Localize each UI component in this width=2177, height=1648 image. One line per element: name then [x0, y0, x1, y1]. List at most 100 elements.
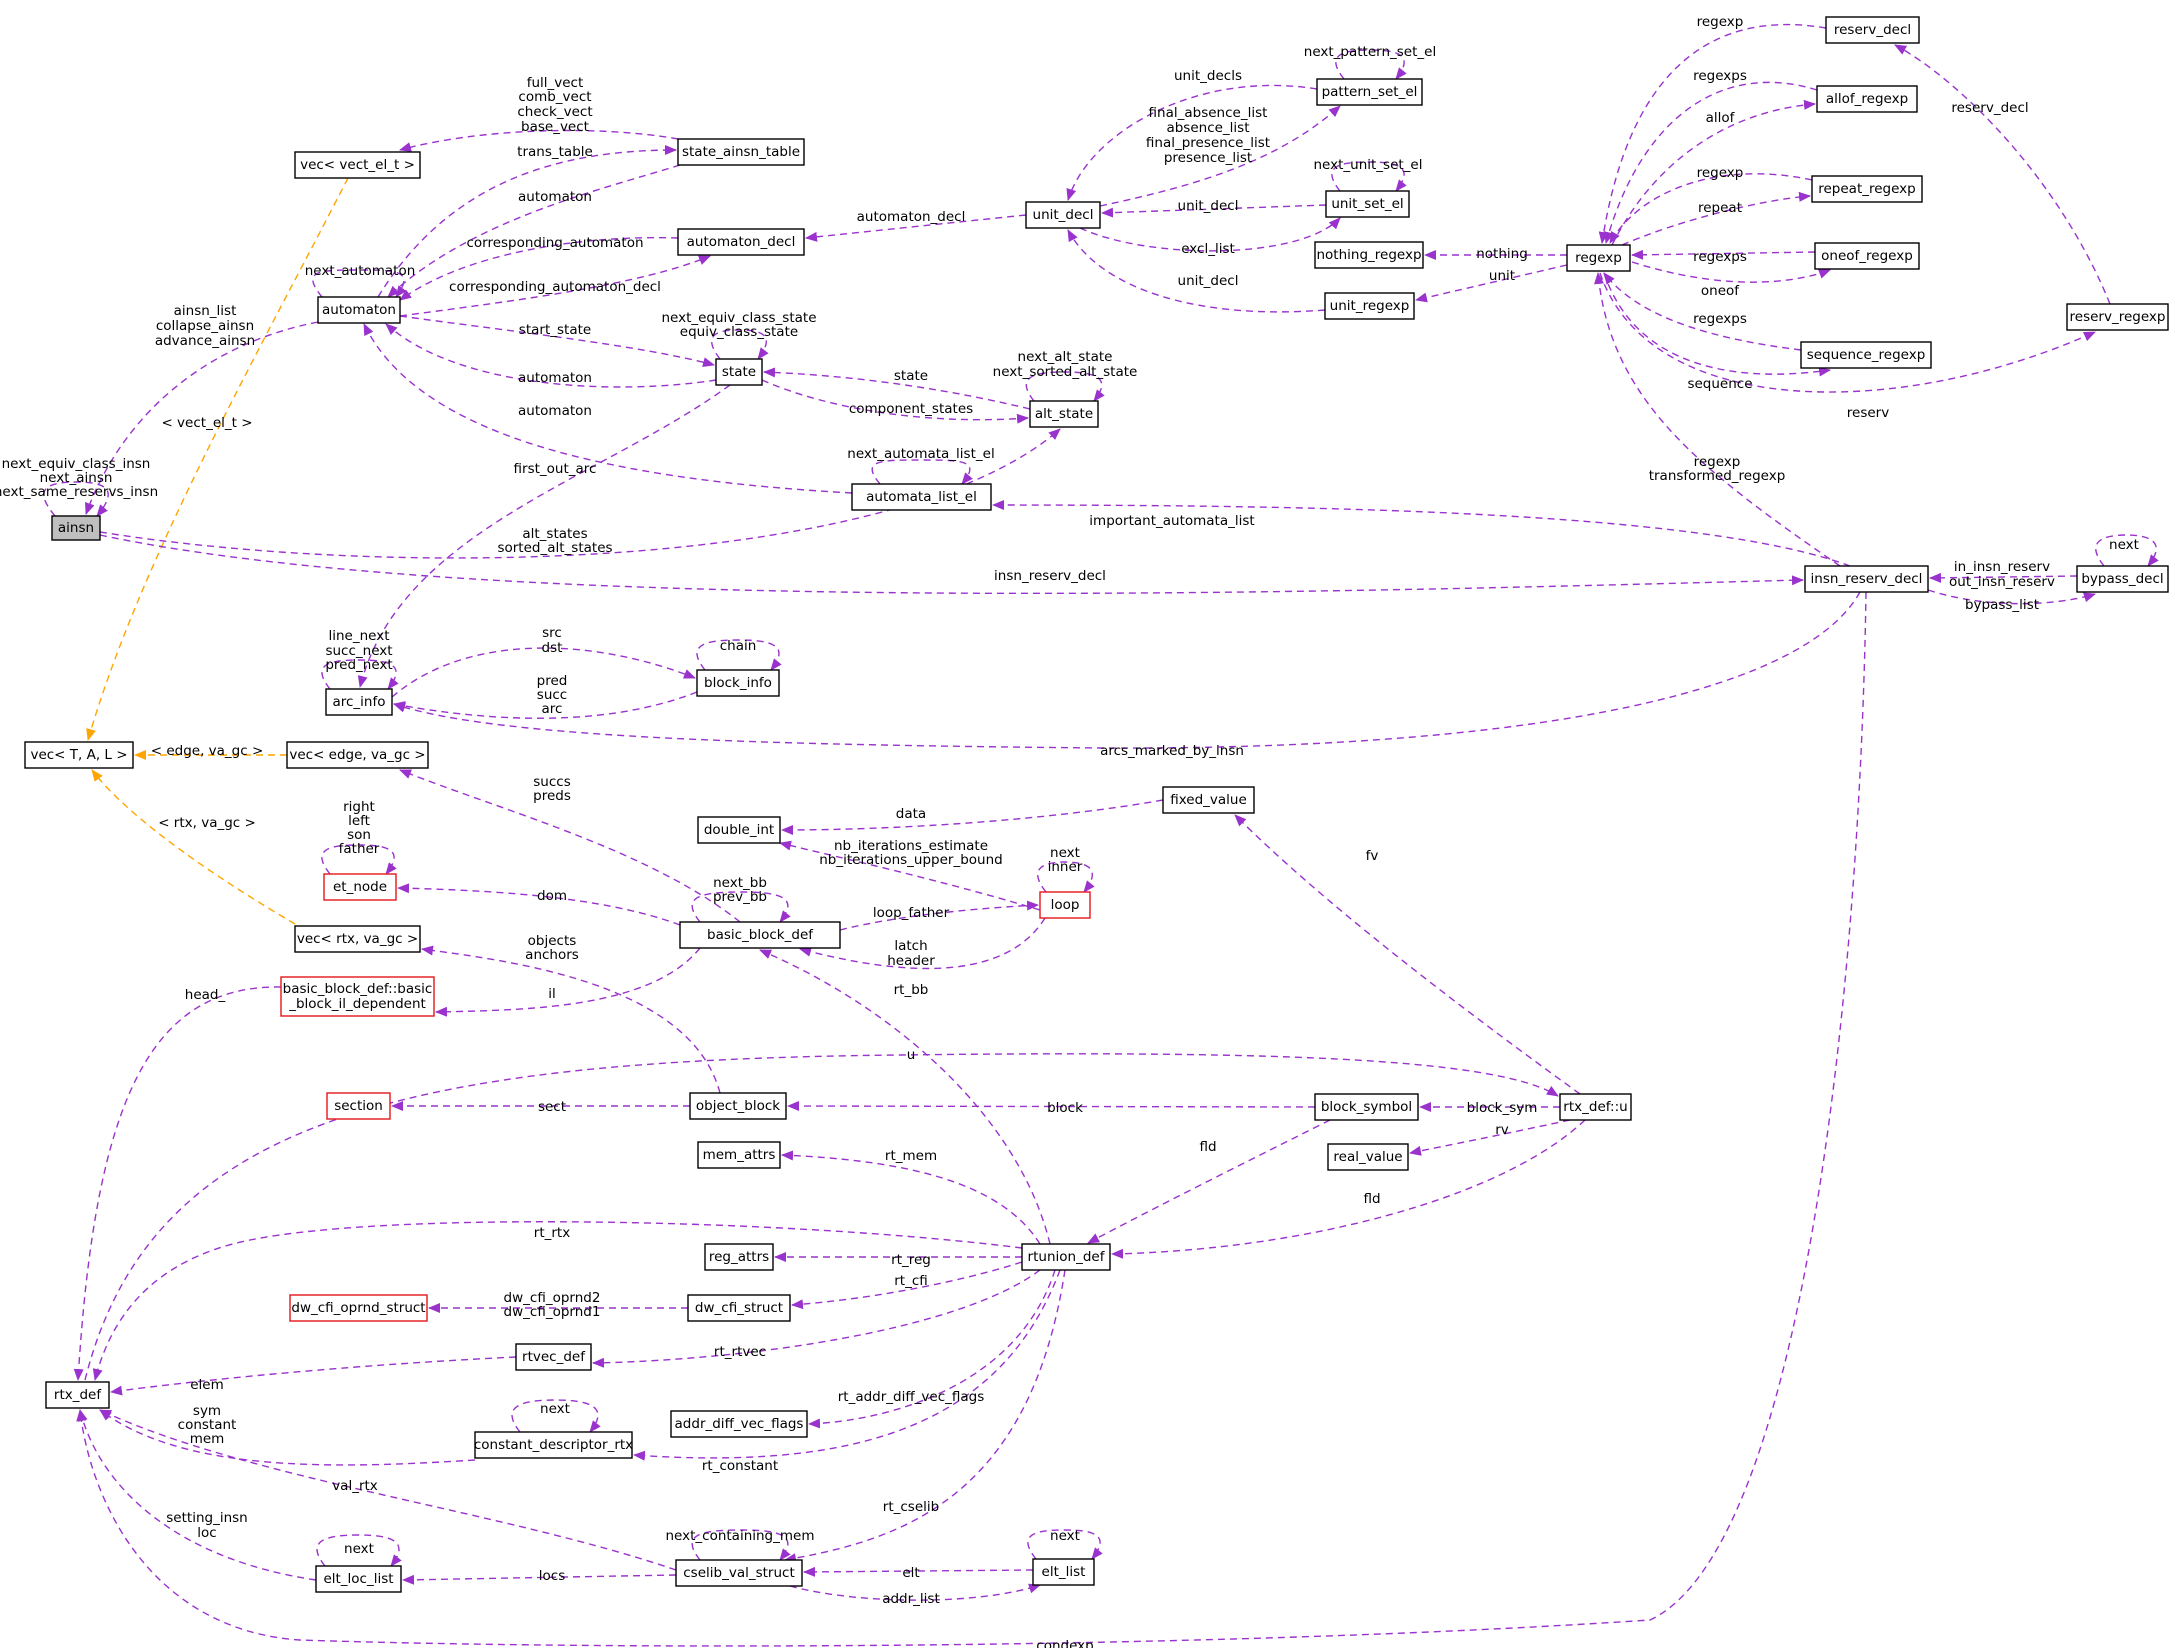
node-arc-info[interactable]: arc_info	[325, 688, 393, 716]
node-ainsn[interactable]: ainsn	[51, 515, 101, 541]
node-unit-decl[interactable]: unit_decl	[1025, 201, 1101, 229]
node-constant-descriptor-rtx[interactable]: constant_descriptor_rtx	[474, 1431, 633, 1459]
node-automaton[interactable]: automaton	[317, 296, 401, 324]
edge-vecvect-vectal	[86, 177, 349, 741]
node-sequence-regexp[interactable]: sequence_regexp	[1800, 341, 1932, 369]
node-box	[1816, 85, 1918, 113]
node-label: loop	[1051, 897, 1080, 913]
edge-ur-ud	[1067, 229, 1326, 313]
edge-label: next	[540, 1401, 570, 1417]
node-box	[704, 1243, 774, 1271]
node-loop[interactable]: loop	[1039, 891, 1091, 919]
edge-self-arcinfo	[321, 659, 399, 690]
node-pattern-set-el[interactable]: pattern_set_el	[1316, 78, 1423, 106]
node-oneof-regexp[interactable]: oneof_regexp	[1814, 242, 1920, 270]
node-box	[697, 1141, 781, 1169]
node-regexp[interactable]: regexp	[1566, 244, 1631, 272]
node-automaton-decl[interactable]: automaton_decl	[677, 228, 805, 256]
edge-arcinfo-bi	[391, 647, 696, 698]
node-object-block[interactable]: object_block	[689, 1092, 787, 1120]
node-vec-rtx[interactable]: vec< rtx, va_gc >	[294, 925, 421, 953]
edge-rr-rd	[1894, 44, 2111, 305]
edge-label: next_same_reservs_insn	[0, 484, 158, 500]
edge-label: son	[347, 827, 371, 843]
node-state-ainsn-table[interactable]: state_ainsn_table	[677, 138, 805, 166]
node-rtunion-def[interactable]: rtunion_def	[1021, 1243, 1111, 1271]
edge-rtu-rtvec	[592, 1269, 1041, 1368]
edge-label: chain	[720, 638, 757, 654]
node-vec-tal[interactable]: vec< T, A, L >	[24, 741, 134, 769]
edge-label: bypass_list	[1965, 597, 2039, 613]
node-elt-list[interactable]: elt_list	[1032, 1558, 1095, 1586]
node-label: state	[722, 364, 756, 380]
edge-bs-rtu	[1087, 1119, 1331, 1244]
node-rtvec-def[interactable]: rtvec_def	[515, 1343, 592, 1371]
edge-label: next_equiv_class_state	[661, 310, 816, 326]
node-bb-il[interactable]: basic_block_def::basic_block_il_dependen…	[280, 976, 435, 1017]
edge-label: left	[348, 813, 370, 829]
edge-label: oneof	[1701, 283, 1740, 299]
node-box	[294, 151, 421, 179]
node-section[interactable]: section	[326, 1092, 391, 1120]
node-double-int[interactable]: double_int	[697, 816, 781, 844]
edge-label: latch	[894, 938, 927, 954]
node-box	[1021, 1243, 1111, 1271]
node-repeat-regexp[interactable]: repeat_regexp	[1811, 175, 1923, 203]
edge-ird-als	[992, 500, 1851, 567]
node-fixed-value[interactable]: fixed_value	[1162, 786, 1255, 814]
node-rtx-def[interactable]: rtx_def	[45, 1381, 110, 1409]
edge-label: automaton	[518, 403, 592, 419]
node-label: regexp	[1575, 250, 1622, 266]
node-box	[1032, 1558, 1095, 1586]
nodes-layer: ainsn vec< T, A, L > vec< vect_el_t > vec< …	[24, 16, 2169, 1593]
node-unit-set-el[interactable]: unit_set_el	[1325, 190, 1410, 218]
node-alt-state[interactable]: alt_state	[1029, 400, 1099, 428]
node-nothing-regexp[interactable]: nothing_regexp	[1314, 241, 1424, 269]
edge-label: automaton	[518, 189, 592, 205]
edge-loop-bbd	[799, 917, 1046, 970]
node-rtx-def-u[interactable]: rtx_def::u	[1559, 1093, 1632, 1121]
node-mem-attrs[interactable]: mem_attrs	[697, 1141, 781, 1169]
edge-label: dom	[537, 888, 567, 904]
edge-regexp-rr	[1599, 272, 2096, 393]
node-real-value[interactable]: real_value	[1327, 1143, 1409, 1171]
node-insn-reserv-decl[interactable]: insn_reserv_decl	[1804, 565, 1929, 593]
node-addr-diff-vec-flags[interactable]: addr_diff_vec_flags	[670, 1410, 808, 1438]
edge-label: head_	[185, 987, 226, 1003]
edge-seq-regexp	[1603, 272, 1802, 351]
edge-label: rt_cselib	[883, 1499, 939, 1515]
node-unit-regexp[interactable]: unit_regexp	[1324, 292, 1415, 320]
node-vec-edge[interactable]: vec< edge, va_gc >	[286, 741, 429, 769]
node-allof-regexp[interactable]: allof_regexp	[1816, 85, 1918, 113]
edge-label: alt_states	[522, 526, 587, 542]
node-label: real_value	[1333, 1149, 1402, 1165]
node-block-info[interactable]: block_info	[696, 669, 780, 697]
node-label: unit_set_el	[1331, 196, 1403, 212]
node-reserv-decl[interactable]: reserv_decl	[1825, 16, 1920, 44]
node-state[interactable]: state	[715, 358, 763, 386]
edge-labels-layer: next_equiv_class_insnnext_ainsnnext_same…	[0, 14, 2139, 1648]
node-label: sequence_regexp	[1807, 347, 1926, 363]
node-block-symbol[interactable]: block_symbol	[1314, 1093, 1419, 1121]
node-dw-cfi-oprnd-struct[interactable]: dw_cfi_oprnd_struct	[289, 1294, 428, 1322]
node-elt-loc-list[interactable]: elt_loc_list	[315, 1565, 402, 1593]
node-bypass-decl[interactable]: bypass_decl	[2076, 565, 2169, 593]
edge-regexp-allof	[1611, 99, 1816, 246]
edge-label: collapse_ainsn	[156, 318, 254, 334]
edge-label: father	[339, 841, 380, 857]
node-cselib-val-struct[interactable]: cselib_val_struct	[675, 1559, 803, 1587]
node-box	[677, 138, 805, 166]
node-label: reserv_decl	[1834, 22, 1911, 38]
edge-altstate-state	[763, 367, 1031, 410]
node-et-node[interactable]: et_node	[323, 873, 397, 901]
node-reg-attrs[interactable]: reg_attrs	[704, 1243, 774, 1271]
node-vec-vect[interactable]: vec< vect_el_t >	[294, 151, 421, 179]
edge-il-rtx	[73, 986, 282, 1381]
node-basic-block-def[interactable]: basic_block_def	[679, 921, 841, 949]
edge-automaton-sat	[377, 145, 677, 298]
edge-label: unit_decls	[1174, 68, 1242, 84]
node-reserv-regexp[interactable]: reserv_regexp	[2066, 303, 2169, 331]
node-dw-cfi-struct[interactable]: dw_cfi_struct	[687, 1294, 791, 1322]
node-automata-list-el[interactable]: automata_list_el	[851, 483, 992, 511]
edge-rtu-advf	[808, 1269, 1056, 1429]
